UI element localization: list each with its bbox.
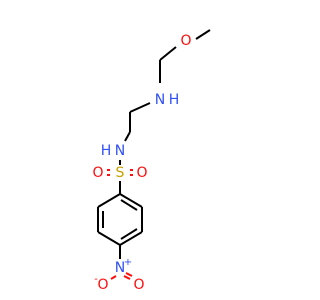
nitro-nitrogen-label: N xyxy=(115,260,125,276)
nitro-oxygen-left-charge: - xyxy=(94,274,98,285)
sulfur-label: S xyxy=(116,165,125,181)
bonds xyxy=(97,29,211,280)
sulfonyl-oxygen-left-label: O xyxy=(92,165,103,181)
amine-hydrogen-label: H xyxy=(169,92,180,108)
bond-to-sulfonamide-n xyxy=(124,131,131,142)
ring-bond-1 xyxy=(97,193,121,208)
bond-amine-left xyxy=(129,102,151,113)
sulfonyl-oxygen-right-label: O xyxy=(136,165,147,181)
nitro-nitrogen-charge: + xyxy=(124,257,132,268)
chemical-structure: O N H N H S O O N + O - O xyxy=(92,29,211,293)
nitro-oxygen-left-label: O xyxy=(97,277,108,293)
bond-nitro-oxygen-left xyxy=(110,275,117,280)
bond-nitro-oxygen-right-a xyxy=(123,275,131,280)
ring-double-bond-3 xyxy=(120,199,138,211)
nitro-oxygen-right-label: O xyxy=(133,277,144,293)
sulfonamide-hydrogen-label: H xyxy=(101,143,112,159)
sulfonamide-nitrogen-label: N xyxy=(115,143,125,159)
ring-bond-4 xyxy=(119,231,143,246)
bond-methyl-carbon xyxy=(195,29,211,40)
amine-nitrogen-label: N xyxy=(155,92,165,108)
bond-nitro-oxygen-right-b xyxy=(125,272,133,277)
methoxy-oxygen-label: O xyxy=(180,33,191,49)
atom-labels: O N H N H S O O N + O - O xyxy=(92,33,191,293)
ring-bond-6 xyxy=(119,193,143,208)
ring-double-bond-2 xyxy=(120,228,138,240)
ring-bond-3 xyxy=(97,231,121,246)
bond-methoxy-carbon xyxy=(159,46,177,61)
